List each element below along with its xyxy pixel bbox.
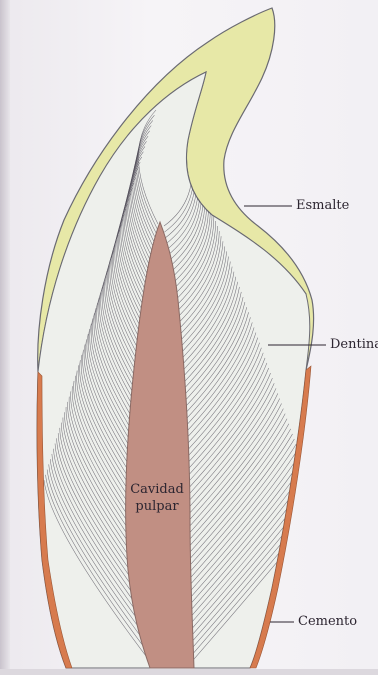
dentin-label: Dentina bbox=[330, 337, 378, 352]
pulp-cavity-label: Cavidad pulpar bbox=[124, 481, 190, 515]
pulp-label-line-1: Cavidad bbox=[124, 481, 190, 498]
cementum-label: Cemento bbox=[298, 614, 357, 629]
enamel-label: Esmalte bbox=[296, 198, 349, 213]
pulp-label-line-2: pulpar bbox=[124, 498, 190, 515]
page-bottom-edge bbox=[0, 669, 378, 675]
